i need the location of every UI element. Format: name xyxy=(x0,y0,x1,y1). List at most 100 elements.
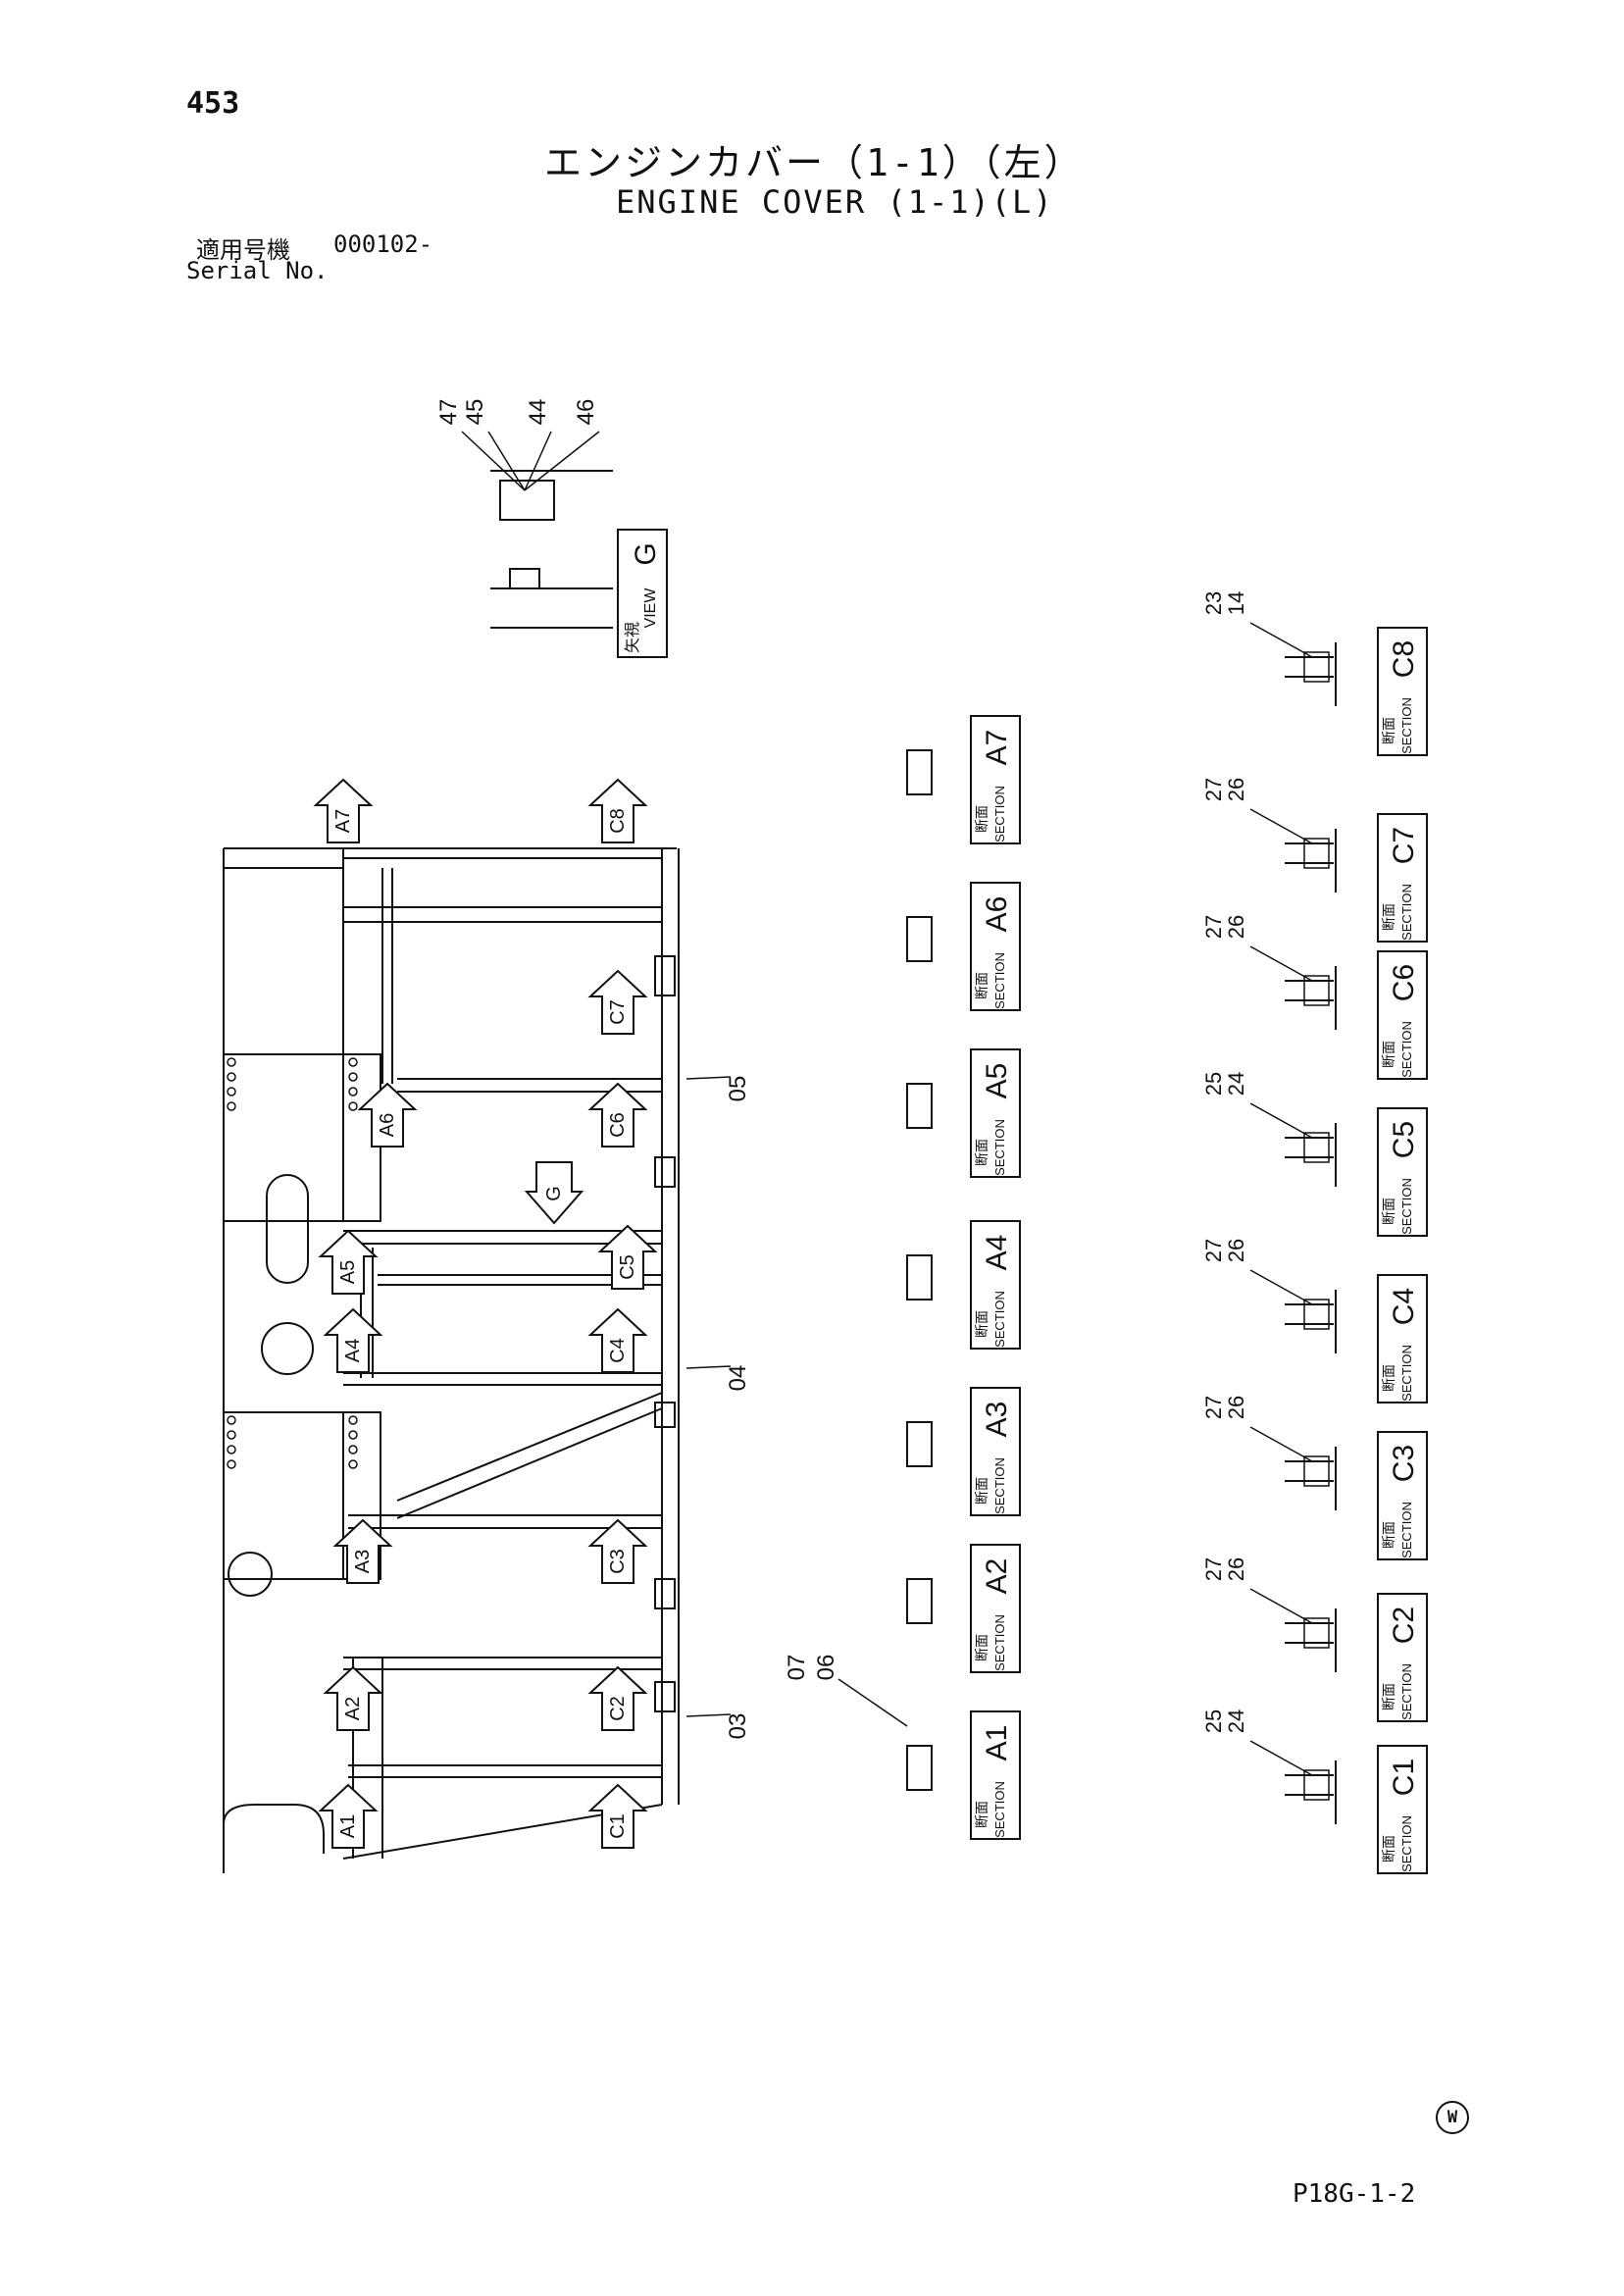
leader-line xyxy=(685,1365,732,1369)
section-c1-callout-24: 24 xyxy=(1224,1709,1248,1733)
section-a1-profile xyxy=(906,1745,933,1791)
section-c5-profile xyxy=(1285,1123,1337,1187)
section-id-c7: C7 xyxy=(1388,827,1420,864)
frame-marker-label-a3: A3 xyxy=(352,1550,374,1573)
section-a6-profile xyxy=(906,916,933,962)
frame-marker-label-a1: A1 xyxy=(337,1814,359,1838)
view-g-callout-46: 46 xyxy=(573,399,599,426)
frame-marker-a3: A3 xyxy=(332,1518,393,1584)
section-id-a5: A5 xyxy=(981,1063,1013,1099)
section-c7-profile xyxy=(1285,829,1337,893)
section-a2-profile xyxy=(906,1578,933,1624)
frame-marker-g: G xyxy=(524,1161,584,1225)
section-label-english: SECTION xyxy=(1399,1815,1414,1872)
section-label-english: SECTION xyxy=(1399,884,1414,941)
section-a7-profile xyxy=(906,749,933,795)
section-id-c4: C4 xyxy=(1388,1288,1420,1325)
leader-line xyxy=(1249,622,1313,658)
section-c3-profile xyxy=(1285,1447,1337,1510)
view-g-callout-47: 47 xyxy=(435,399,462,426)
frame-marker-c8: C8 xyxy=(587,778,648,843)
frame-marker-c2: C2 xyxy=(587,1665,648,1731)
leader-line xyxy=(1249,945,1313,982)
title-english: ENGINE COVER (1-1)(L) xyxy=(616,183,1054,221)
leader-line xyxy=(524,431,552,491)
section-id-c2: C2 xyxy=(1388,1607,1420,1644)
frame-marker-label-a2: A2 xyxy=(342,1697,364,1720)
drawing-code: P18G-1-2 xyxy=(1293,2179,1416,2209)
section-c5-callout-25: 25 xyxy=(1201,1072,1226,1096)
section-label-japanese: 断面 xyxy=(974,805,990,833)
section-c3-callout-27: 27 xyxy=(1201,1396,1226,1419)
frame-marker-c6: C6 xyxy=(587,1082,648,1148)
part-callout-03: 03 xyxy=(725,1713,751,1740)
view-g-callout-45: 45 xyxy=(462,399,488,426)
section-c3-callout-26: 26 xyxy=(1224,1396,1248,1419)
frame-marker-c5: C5 xyxy=(597,1224,658,1290)
serial-number-value: 000102- xyxy=(333,230,433,258)
view-g-detail xyxy=(490,470,668,658)
section-a4-profile xyxy=(906,1254,933,1301)
section-label-english: SECTION xyxy=(992,786,1007,842)
frame-marker-label-c6: C6 xyxy=(607,1112,629,1138)
circled-w-mark: W xyxy=(1436,2101,1469,2134)
section-c1-callout-25: 25 xyxy=(1201,1709,1226,1733)
frame-marker-a2: A2 xyxy=(323,1665,383,1731)
section-id-a2: A2 xyxy=(981,1558,1013,1595)
frame-marker-label-c3: C3 xyxy=(607,1549,629,1574)
part-callout-06: 06 xyxy=(813,1655,839,1681)
section-label-japanese: 断面 xyxy=(1381,717,1396,744)
frame-marker-label-c2: C2 xyxy=(607,1696,629,1721)
frame-marker-label-a5: A5 xyxy=(337,1260,359,1284)
frame-marker-label-a4: A4 xyxy=(342,1339,364,1362)
section-c7-callout-26: 26 xyxy=(1224,778,1248,801)
section-id-a4: A4 xyxy=(981,1235,1013,1271)
leader-line xyxy=(1249,1740,1313,1776)
section-label-japanese: 断面 xyxy=(1381,1521,1396,1549)
section-label-japanese: 断面 xyxy=(1381,1198,1396,1225)
section-c6-callout-27: 27 xyxy=(1201,915,1226,939)
frame-marker-label-a6: A6 xyxy=(377,1113,398,1137)
frame-marker-label-c1: C1 xyxy=(607,1813,629,1839)
section-label-english: SECTION xyxy=(1399,1663,1414,1720)
section-label-english: SECTION xyxy=(1399,1021,1414,1078)
section-c4-callout-26: 26 xyxy=(1224,1239,1248,1262)
serial-label-english: Serial No. xyxy=(186,257,329,284)
leader-line xyxy=(487,431,526,491)
section-c8-callout-23: 23 xyxy=(1201,591,1226,615)
section-label-japanese: 断面 xyxy=(974,1634,990,1661)
section-label-english: SECTION xyxy=(992,1781,1007,1838)
section-label-japanese: 断面 xyxy=(974,1801,990,1828)
section-label-english: SECTION xyxy=(992,1457,1007,1514)
view-g-letter: G xyxy=(630,542,662,565)
frame-marker-c1: C1 xyxy=(587,1783,648,1849)
part-callout-04: 04 xyxy=(725,1365,751,1392)
section-c5-callout-24: 24 xyxy=(1224,1072,1248,1096)
frame-marker-a5: A5 xyxy=(318,1229,379,1295)
leader-line xyxy=(685,1713,732,1717)
page-number: 453 xyxy=(186,86,240,121)
section-c8-callout-14: 14 xyxy=(1224,591,1248,615)
leader-line xyxy=(524,431,600,491)
section-label-english: SECTION xyxy=(992,1291,1007,1348)
frame-marker-c3: C3 xyxy=(587,1518,648,1584)
section-c6-profile xyxy=(1285,966,1337,1030)
frame-marker-label-c8: C8 xyxy=(607,808,629,834)
frame-marker-c4: C4 xyxy=(587,1307,648,1373)
section-label-japanese: 断面 xyxy=(1381,1364,1396,1392)
view-g-callout-44: 44 xyxy=(525,399,551,426)
section-a5-profile xyxy=(906,1083,933,1129)
section-id-c5: C5 xyxy=(1388,1121,1420,1158)
leader-line xyxy=(837,1678,908,1727)
